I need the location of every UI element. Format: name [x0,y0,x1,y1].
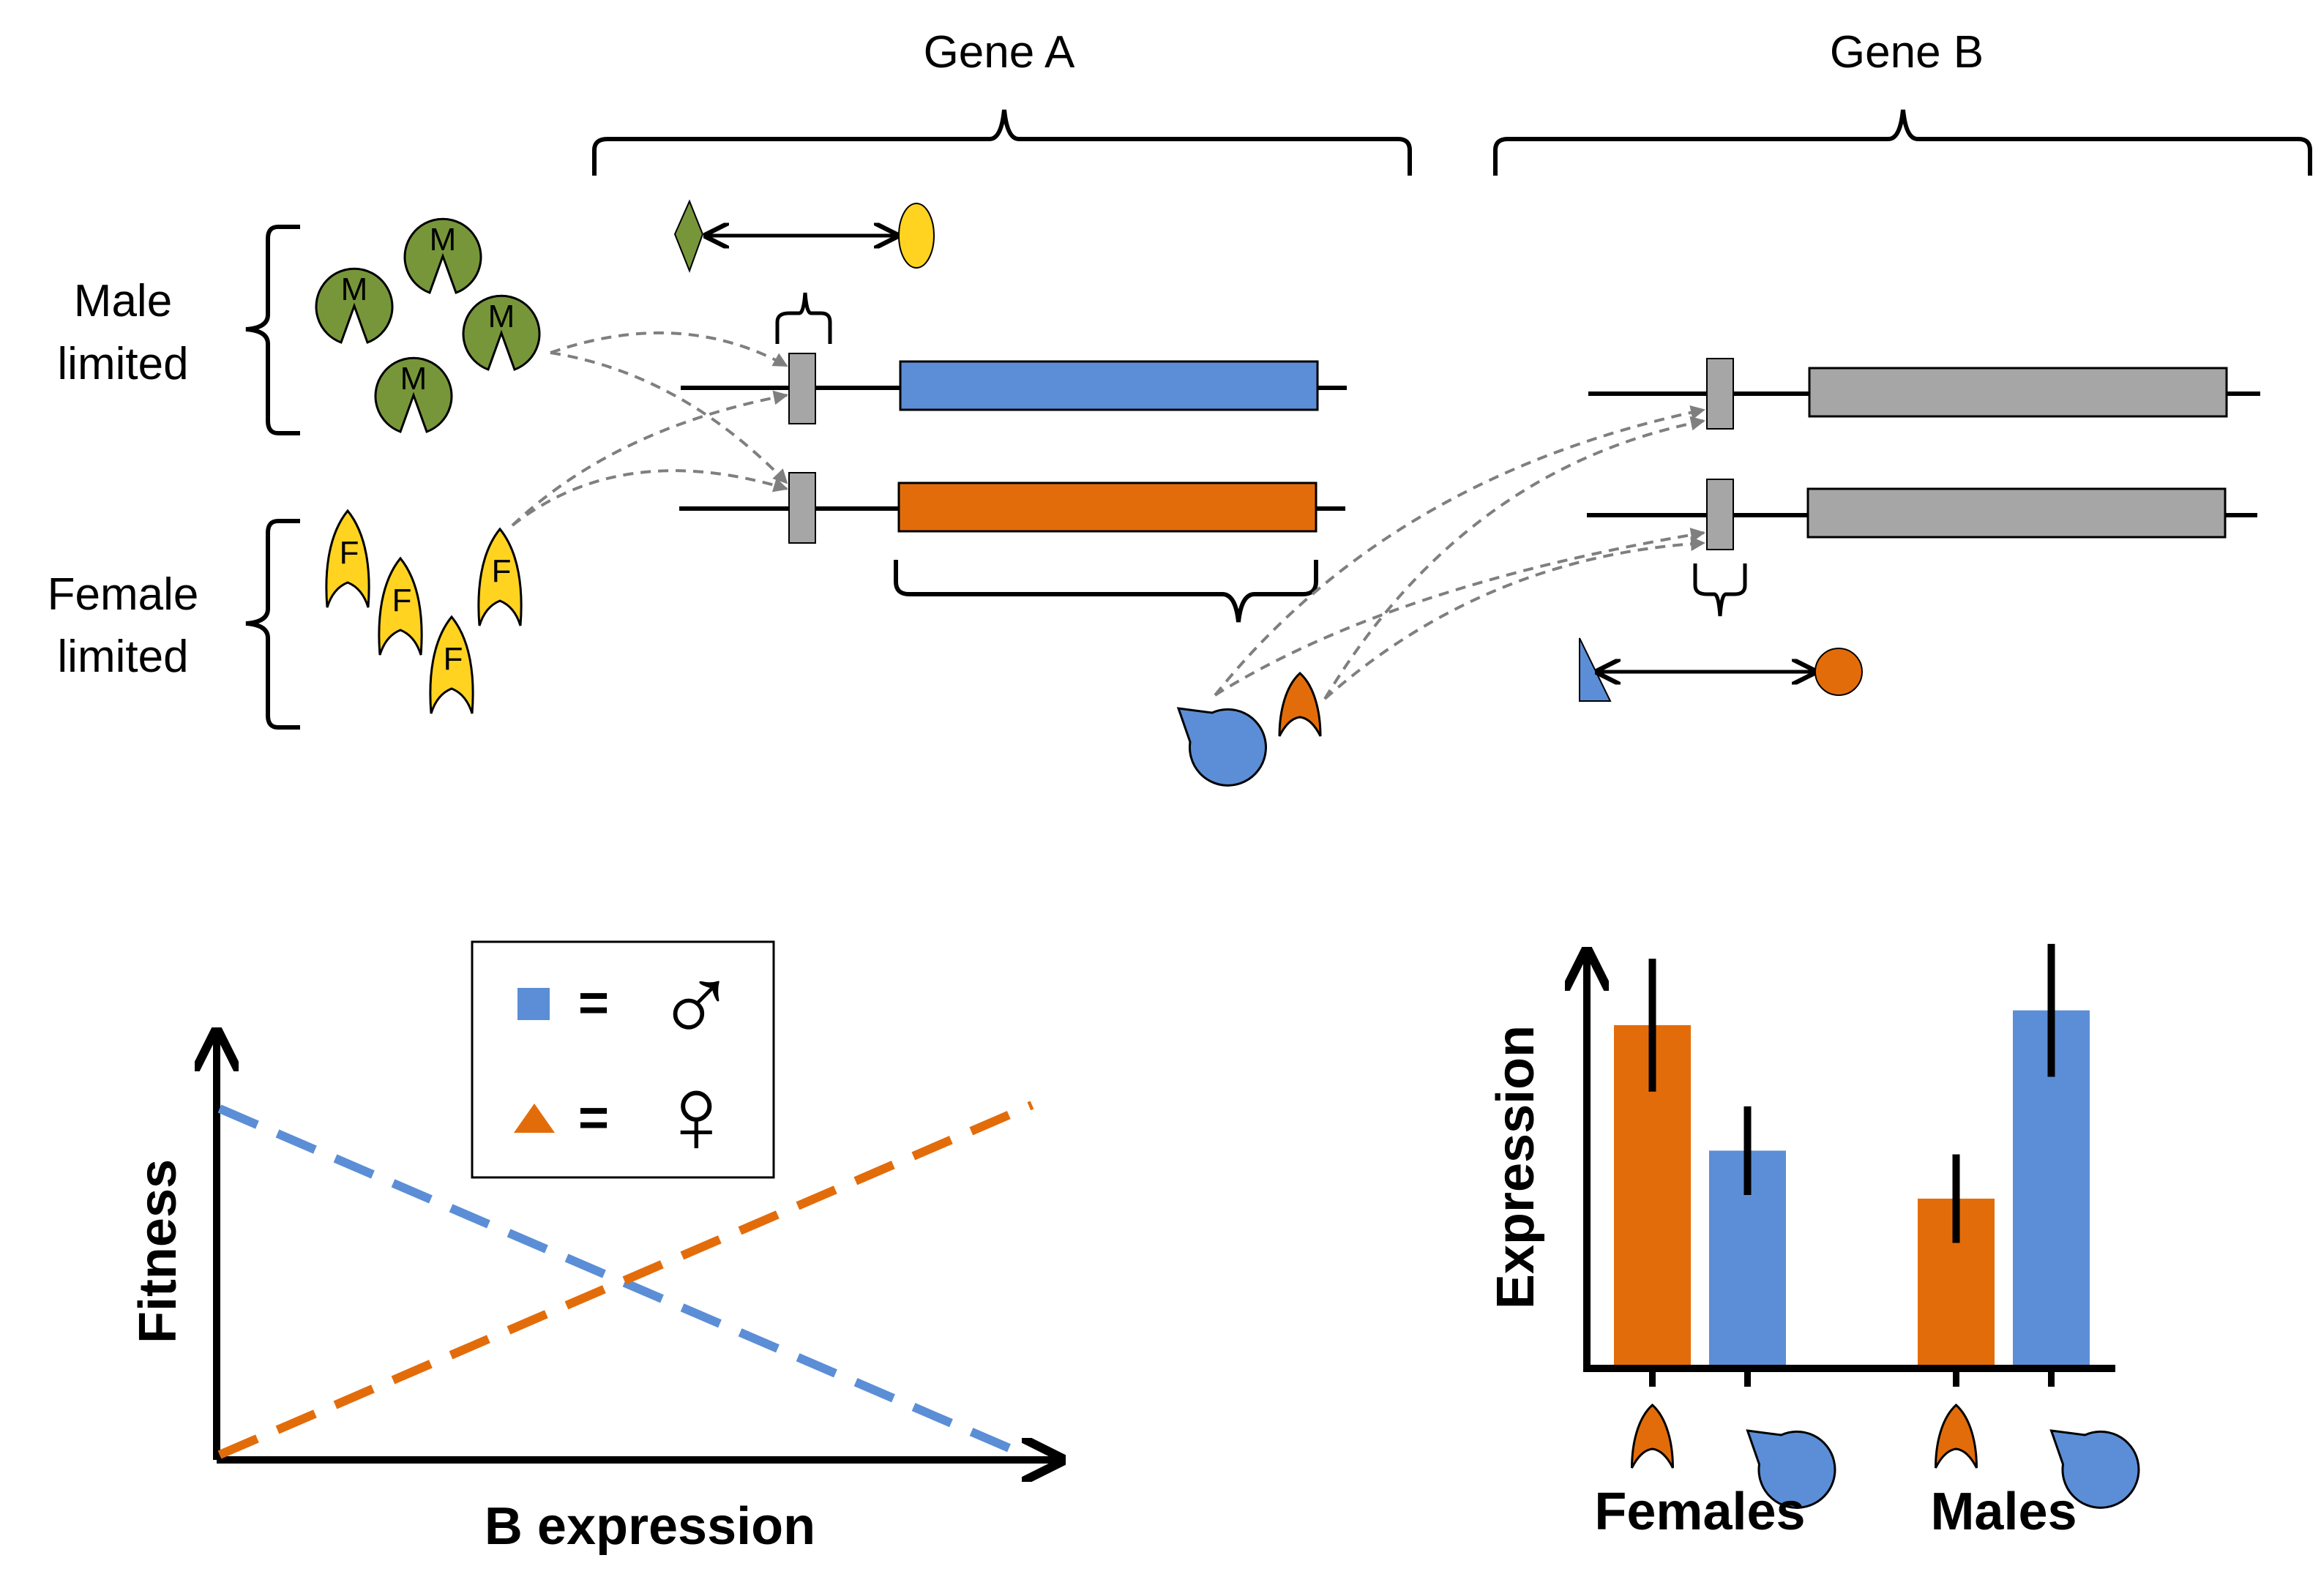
female-limited-brace [245,519,300,730]
gene-b-brace [1493,109,2312,176]
gene-a-male-allele [681,353,1347,424]
gene-b-label: Gene B [1830,27,1984,78]
gene-a-female-promoter [788,472,816,544]
svg-text:limited: limited [57,632,188,682]
gene-b-group: Gene B [1493,27,2312,176]
gene-a-female-coding-region [897,482,1318,533]
svg-text:M: M [488,299,515,334]
svg-text:=: = [578,1089,609,1147]
gene-b-allele-2-coding-region [1806,487,2227,539]
svg-text:M: M [400,361,427,397]
category-label: Males [1930,1483,2077,1541]
svg-text:F: F [340,535,359,571]
yellow-ellipse-icon [898,203,935,269]
gene-a-interaction [673,199,935,273]
svg-text:F: F [392,582,412,618]
gene-a-female-allele [679,472,1345,544]
male-fitness-line [217,1104,1027,1459]
expression-chart: Expression Females Males [1487,943,2140,1541]
regulatory-connectors [511,331,1705,700]
blue-pacman-motif-icon [2049,1429,2140,1509]
sex-legend [471,940,775,1179]
svg-text:M: M [430,222,457,258]
male-motif-icon: M [315,267,394,344]
female-limited-label: Female limited [48,519,300,730]
gene-a-promoter-brace [775,292,832,344]
expression-bars: Females Males [1594,943,2140,1541]
orange-hood-motif-icon [1631,1403,1674,1469]
female-motif-icon: F [429,615,474,714]
fitness-y-label: Fitness [129,1159,187,1344]
gene-b-allele-2 [1587,479,2257,550]
gene-b-allele-1-coding-region [1808,367,2228,418]
gene-b-allele-2-promoter [1706,479,1734,550]
female-motifs: F F F F [325,509,523,714]
svg-text:M: M [341,271,368,307]
gene-b-allele-1-promoter [1706,358,1734,430]
green-diamond-icon [673,199,704,273]
male-motif-icon: M [462,294,541,371]
female-motif-icon: F [477,527,523,626]
gene-a-group: Gene A [592,27,1412,176]
male-limited-brace [245,225,300,435]
gene-a-products [1176,671,1322,787]
category-label: Females [1594,1483,1805,1541]
blue-triangle-icon [1579,637,1612,702]
orange-hood-motif-icon [1278,671,1322,737]
gene-a-male-coding-region [899,360,1319,411]
female-legend-triangle-icon [514,1104,555,1133]
female-motif-icon: F [378,556,423,656]
svg-text:limited: limited [57,339,188,389]
male-legend-square-icon [517,988,550,1020]
female-fitness-line [217,1101,1034,1459]
fitness-x-label: B expression [485,1497,815,1556]
blue-pacman-motif-icon [1176,707,1267,787]
orange-hood-motif-icon [1935,1403,1978,1469]
gene-a-male-promoter [788,353,816,424]
female-motif-icon: F [325,509,370,608]
svg-text:=: = [578,974,609,1033]
svg-text:F: F [444,641,463,677]
male-motif-icon: M [374,356,453,433]
svg-text:Female: Female [48,569,199,620]
blue-pacman-motif-icon [1746,1429,1836,1509]
female-symbol-icon: ♀ [655,1053,738,1176]
svg-text:F: F [492,553,512,589]
male-limited-label: Male limited [57,225,300,435]
gene-b-allele-1 [1588,358,2260,430]
male-symbol-icon: ♂ [655,943,738,1066]
gene-a-coding-brace [894,560,1318,623]
gene-b-promoter-brace [1693,563,1747,617]
orange-circle-icon [1814,648,1863,696]
expression-y-label: Expression [1487,1025,1545,1309]
svg-text:Male: Male [74,276,172,326]
male-motif-icon: M [403,217,482,294]
gene-a-label: Gene A [924,27,1075,78]
male-motifs: M M M M [315,217,541,433]
gene-a-brace [592,109,1412,176]
gene-b-interaction [1579,637,1863,702]
fitness-plot: = ♂ = ♀ Fitness B expression [129,940,1061,1556]
